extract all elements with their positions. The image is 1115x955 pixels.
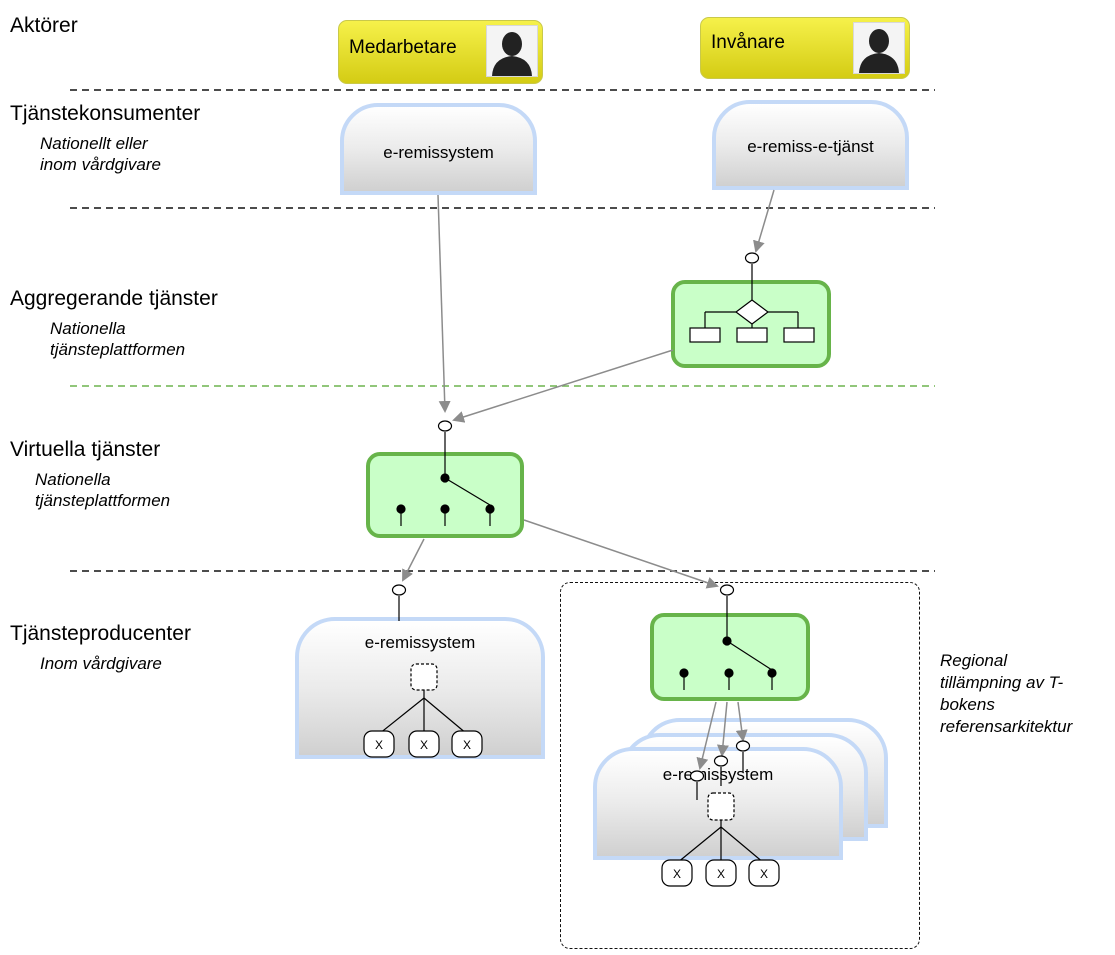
actor-label: Medarbetare [349, 37, 457, 58]
component-label: X [463, 738, 471, 752]
service-interface-icon [391, 584, 407, 596]
layer-subtitle-aggregating: Nationella tjänsteplattformen [50, 319, 186, 359]
person-silhouette-icon [486, 25, 538, 77]
component-x-icon [363, 730, 395, 758]
component-label: X [420, 738, 428, 752]
person-silhouette-icon [853, 22, 905, 74]
layer-title-aggregating: Aggregerande tjänster [10, 287, 218, 310]
arrow [696, 701, 717, 770]
service-interface-icon [689, 770, 705, 782]
consumer-system-eremissystem: e-remissystem [340, 103, 537, 195]
arrow [753, 189, 775, 253]
component-x-icon [451, 730, 483, 758]
regional-router-icon [679, 617, 777, 690]
component-label: X [673, 867, 681, 881]
component-x-icon [705, 859, 737, 887]
service-interface-icon [713, 755, 729, 767]
regional-routing-box [650, 613, 810, 701]
arrow [402, 538, 425, 582]
regional-note: Regional tillämpning av T- bokens refere… [940, 651, 1073, 736]
component-x-icon [661, 859, 693, 887]
arrow [735, 701, 748, 742]
service-interface-icon [735, 740, 751, 752]
layer-title-producers: Tjänsteproducenter [10, 622, 191, 645]
virtual-router-icon [396, 456, 495, 526]
service-interface-icon [744, 252, 760, 264]
service-interface-icon [719, 584, 735, 596]
system-label: e-remissystem [364, 633, 476, 652]
arrow [716, 701, 729, 757]
layer-subtitle-consumers: Nationellt eller inom vårdgivare [40, 134, 161, 174]
component-label: X [375, 738, 383, 752]
component-label: X [717, 867, 725, 881]
layer-title-virtual: Virtuella tjänster [10, 438, 161, 461]
component-tree-icon [676, 792, 765, 864]
layer-subtitle-producers: Inom vårdgivare [40, 654, 162, 673]
aggregator-flow-icon [689, 284, 815, 343]
component-x-icon [748, 859, 780, 887]
component-x-icon [408, 730, 440, 758]
arrow [523, 519, 719, 589]
system-label: e-remiss-e-tjänst [747, 137, 874, 156]
arrow [437, 194, 451, 413]
component-label: X [760, 867, 768, 881]
consumer-system-eremiss-etjanst: e-remiss-e-tjänst [712, 100, 909, 190]
component-tree-icon [378, 663, 468, 735]
regional-container [560, 582, 920, 949]
system-label: e-remissystem [383, 143, 494, 162]
system-label: e-remissystem [662, 765, 774, 784]
service-interface-icon [437, 420, 453, 432]
arrow [452, 349, 674, 423]
layer-title-consumers: Tjänstekonsumenter [10, 102, 201, 125]
actor-medarbetare: Medarbetare [338, 20, 543, 84]
layer-title-actors: Aktörer [10, 14, 78, 37]
layer-subtitle-virtual: Nationella tjänsteplattformen [35, 470, 171, 510]
actor-label: Invånare [711, 32, 785, 53]
actor-invanare: Invånare [700, 17, 910, 79]
